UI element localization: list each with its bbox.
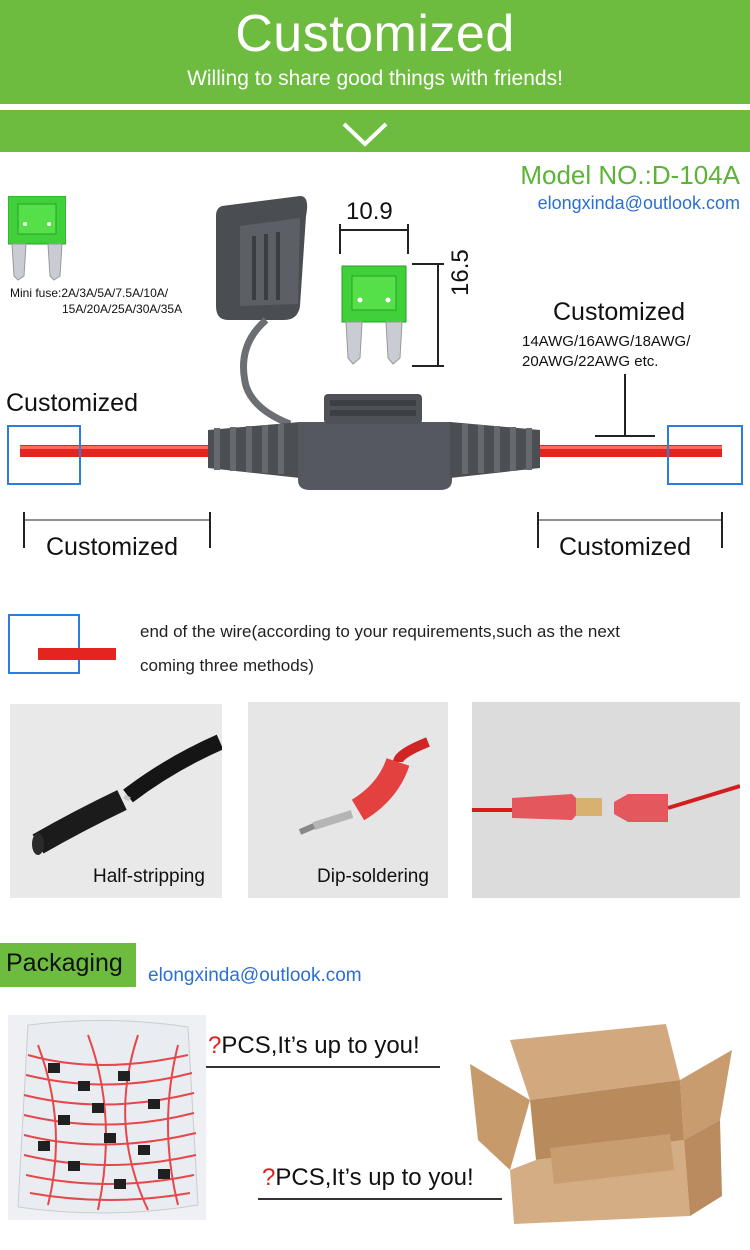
terminal-photo xyxy=(472,702,740,898)
packaging-email[interactable]: elongxinda@outlook.com xyxy=(148,965,362,986)
fuse-note-line1: Mini fuse:2A/3A/5A/7.5A/10A/ xyxy=(10,286,169,300)
dip-soldering-photo: Dip-soldering xyxy=(248,702,448,898)
header-title: Customized xyxy=(235,5,515,63)
header-bottom-band xyxy=(0,110,750,152)
fuse-note-line2: 15A/20A/25A/30A/35A xyxy=(62,302,183,316)
awg-line1: 14AWG/16AWG/18AWG/ xyxy=(522,333,691,350)
bag-quantity-text: ?PCS,It’s up to you! xyxy=(208,1032,420,1060)
bag-photo xyxy=(8,1015,206,1220)
wire-end-text-line1: end of the wire(according to your requir… xyxy=(140,622,621,641)
header-subtitle: Willing to share good things with friend… xyxy=(187,67,563,90)
mini-fuse-icon xyxy=(8,196,66,281)
wire-end-frame xyxy=(8,614,80,674)
box-quantity-mark: ? xyxy=(262,1164,276,1191)
wire-end-sample xyxy=(38,648,116,660)
bag-quantity-label: PCS,It’s up to you! xyxy=(221,1032,420,1059)
box-photo xyxy=(470,1020,740,1224)
box-quantity-text: ?PCS,It’s up to you! xyxy=(262,1164,474,1192)
left-length-label: Customized xyxy=(46,533,178,561)
fuse-dimension-diagram xyxy=(339,224,444,367)
dip-soldered-wire-image xyxy=(298,737,430,835)
awg-title: Customized xyxy=(553,298,685,326)
half-stripped-wire-image xyxy=(32,734,222,855)
bag-of-wires-image xyxy=(17,1019,199,1214)
right-length-label: Customized xyxy=(559,533,691,561)
model-number: Model NO.:D-104A xyxy=(520,160,740,190)
box-quantity-label: PCS,It’s up to you! xyxy=(275,1164,474,1191)
chevron-down-icon xyxy=(342,122,388,147)
wire-end-text-line2: coming three methods) xyxy=(140,656,314,675)
bag-quantity-mark: ? xyxy=(208,1032,222,1059)
fuse-holder-assembly xyxy=(7,196,743,548)
contact-email[interactable]: elongxinda@outlook.com xyxy=(537,193,740,213)
awg-line2: 20AWG/22AWG etc. xyxy=(522,353,659,370)
cardboard-box-image xyxy=(470,1024,732,1224)
header-top-band xyxy=(0,0,750,104)
left-end-label: Customized xyxy=(6,389,138,417)
half-stripping-photo: Half-stripping xyxy=(10,704,222,898)
insulated-terminals-image xyxy=(472,784,740,822)
dimension-width: 10.9 xyxy=(346,198,393,225)
box-underline xyxy=(258,1198,502,1200)
packaging-label: Packaging xyxy=(0,943,136,987)
method-caption-1: Half-stripping xyxy=(93,866,205,887)
bag-underline xyxy=(206,1066,440,1068)
method-caption-2: Dip-soldering xyxy=(317,866,429,887)
